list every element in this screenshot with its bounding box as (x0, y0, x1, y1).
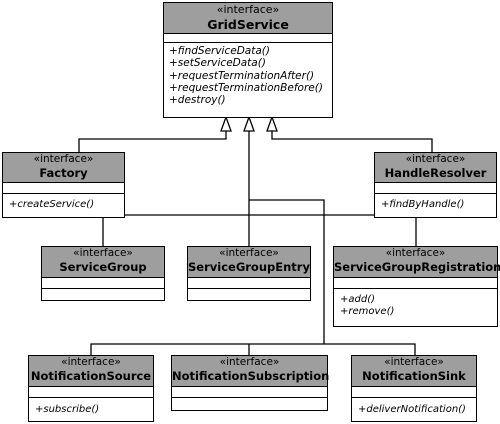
class-name: Factory (39, 166, 88, 180)
operations-compartment: +findServiceData() +setServiceData() +re… (164, 43, 332, 106)
operation: +findByHandle() (381, 199, 465, 210)
attributes-compartment (3, 183, 124, 194)
class-service-group: «interface» ServiceGroup (41, 246, 165, 301)
class-name: NotificationSubscription (172, 369, 330, 383)
stereotype-label: «interface» (219, 247, 279, 259)
class-header: «interface» NotificationSink (352, 356, 476, 387)
handle-resolver-inherits-line (271, 128, 433, 152)
stereotype-label: «interface» (219, 356, 280, 368)
class-header: «interface» Factory (3, 153, 124, 183)
operation: +remove() (340, 305, 395, 317)
factory-inherits-line (78, 128, 227, 152)
class-name: ServiceGroupRegistration (334, 260, 500, 274)
operations-compartment: +add() +remove() (334, 289, 497, 317)
operation: +requestTerminationAfter() (169, 69, 315, 82)
stereotype-label: «interface» (385, 247, 446, 259)
arrowhead-left (220, 115, 232, 132)
stereotype-label: «interface» (384, 356, 444, 368)
operations-compartment (172, 398, 327, 400)
service-group-branch-line (102, 214, 417, 246)
attributes-compartment (42, 278, 164, 289)
attributes-compartment (352, 387, 476, 398)
attributes-compartment (164, 34, 332, 43)
class-name: ServiceGroupEntry (188, 260, 310, 274)
attributes-compartment (375, 183, 496, 194)
operation: +destroy() (169, 94, 226, 107)
notification-trunk-line (249, 199, 325, 344)
operation: +setServiceData() (169, 57, 266, 70)
stereotype-label: «interface» (405, 153, 466, 165)
class-grid-service: «interface» GridService +findServiceData… (163, 2, 333, 118)
class-header: «interface» NotificationSource (29, 356, 153, 387)
operations-compartment (42, 289, 164, 291)
operation: +add() (340, 294, 376, 305)
attributes-compartment (188, 278, 310, 289)
class-factory: «interface» Factory +createService() (2, 152, 125, 218)
operation: +createService() (9, 199, 95, 210)
class-handle-resolver: «interface» HandleResolver +findByHandle… (374, 152, 497, 218)
attributes-compartment (334, 278, 497, 289)
class-notification-subscription: «interface» NotificationSubscription (171, 355, 330, 411)
class-header: «interface» ServiceGroup (42, 247, 164, 278)
attributes-compartment (172, 387, 327, 398)
class-name: GridService (207, 17, 289, 32)
class-name: NotificationSource (30, 369, 152, 383)
stereotype-label: «interface» (61, 356, 121, 368)
arrowhead-right (266, 115, 278, 132)
class-header: «interface» GridService (164, 3, 332, 34)
operation: +subscribe() (35, 404, 100, 415)
operation: +requestTerminationBefore() (169, 81, 323, 94)
class-name: HandleResolver (384, 166, 487, 180)
class-header: «interface» HandleResolver (375, 153, 496, 183)
operations-compartment: +deliverNotification() (352, 398, 476, 416)
class-notification-sink: «interface» NotificationSink +deliverNot… (351, 355, 477, 422)
class-name: ServiceGroup (59, 260, 147, 274)
stereotype-label: «interface» (73, 247, 133, 259)
operations-compartment: +createService() (3, 194, 124, 211)
class-header: «interface» ServiceGroupEntry (188, 247, 310, 278)
class-notification-source: «interface» NotificationSource +subscrib… (28, 355, 154, 422)
attributes-compartment (29, 387, 153, 398)
notification-branch-line (90, 343, 416, 355)
stereotype-label: «interface» (33, 153, 94, 165)
operation: +deliverNotification() (358, 404, 466, 415)
operations-compartment (188, 289, 310, 291)
operations-compartment: +findByHandle() (375, 194, 496, 211)
stereotype-label: «interface» (216, 3, 280, 16)
class-service-group-registration: «interface» ServiceGroupRegistration +ad… (333, 246, 500, 327)
class-header: «interface» ServiceGroupRegistration (334, 247, 500, 278)
arrowhead-middle (243, 115, 255, 132)
class-name: NotificationSink (362, 369, 466, 383)
operations-compartment: +subscribe() (29, 398, 153, 416)
operation: +findServiceData() (169, 45, 270, 57)
class-header: «interface» NotificationSubscription (172, 356, 330, 387)
class-service-group-entry: «interface» ServiceGroupEntry (187, 246, 311, 301)
